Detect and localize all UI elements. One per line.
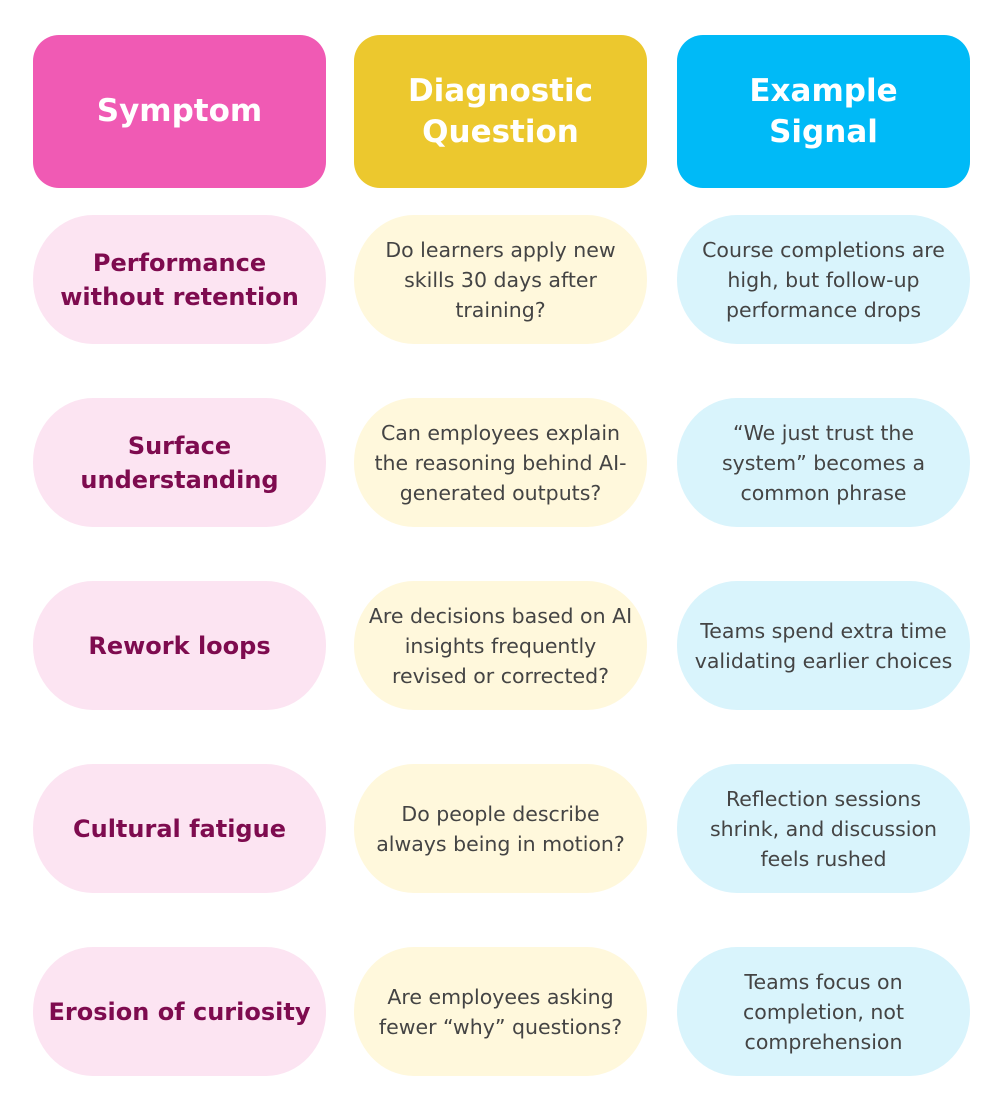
header-diagnostic-question: Diagnostic Question — [354, 35, 647, 188]
signal-text: “We just trust the system” becomes a com… — [721, 420, 926, 505]
symptom-text: Cultural fatigue — [73, 814, 286, 843]
question-text: Are employees asking fewer “why” questio… — [378, 984, 623, 1039]
signal-cell: Course completions are high, but follow-… — [677, 215, 970, 344]
question-text: Do learners apply new skills 30 days aft… — [385, 237, 616, 322]
header-label: Example Signal — [749, 72, 898, 150]
question-cell: Do learners apply new skills 30 days aft… — [354, 215, 647, 344]
symptom-text: Performance without retention — [60, 248, 299, 311]
signal-cell: Reflection sessions shrink, and discussi… — [677, 764, 970, 893]
symptom-cell: Cultural fatigue — [33, 764, 326, 893]
header-example-signal: Example Signal — [677, 35, 970, 188]
header-label: Diagnostic Question — [407, 72, 594, 150]
question-cell: Do people describe always being in motio… — [354, 764, 647, 893]
question-text: Are decisions based on AI insights frequ… — [368, 603, 633, 688]
symptom-cell: Erosion of curiosity — [33, 947, 326, 1076]
symptom-text: Rework loops — [88, 631, 271, 660]
signal-text: Course completions are high, but follow-… — [702, 237, 945, 322]
question-cell: Are employees asking fewer “why” questio… — [354, 947, 647, 1076]
question-cell: Can employees explain the reasoning behi… — [354, 398, 647, 527]
signal-cell: “We just trust the system” becomes a com… — [677, 398, 970, 527]
question-text: Do people describe always being in motio… — [376, 801, 625, 856]
signal-text: Teams focus on completion, not comprehen… — [743, 969, 904, 1054]
signal-text: Teams spend extra time validating earlie… — [694, 618, 953, 673]
symptom-text: Surface understanding — [80, 431, 279, 494]
header-symptom: Symptom — [33, 35, 326, 188]
signal-cell: Teams spend extra time validating earlie… — [677, 581, 970, 710]
symptom-cell: Rework loops — [33, 581, 326, 710]
question-text: Can employees explain the reasoning behi… — [374, 420, 627, 505]
signal-cell: Teams focus on completion, not comprehen… — [677, 947, 970, 1076]
header-label: Symptom — [96, 93, 263, 129]
question-cell: Are decisions based on AI insights frequ… — [354, 581, 647, 710]
symptom-cell: Surface understanding — [33, 398, 326, 527]
symptom-text: Erosion of curiosity — [48, 997, 311, 1026]
signal-text: Reflection sessions shrink, and discussi… — [709, 786, 938, 871]
symptom-cell: Performance without retention — [33, 215, 326, 344]
